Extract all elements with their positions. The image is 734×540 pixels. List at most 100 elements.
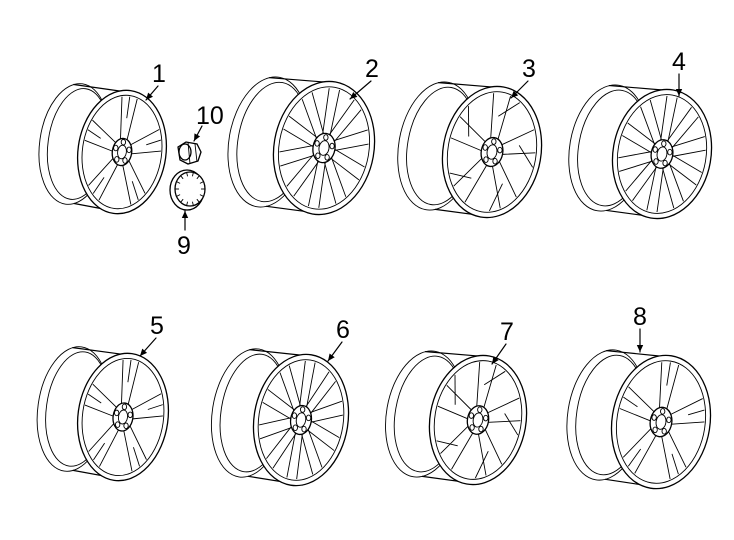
wheel-spoke — [283, 115, 318, 147]
wheel-lug-hole — [483, 414, 489, 422]
wheel-spoke — [666, 107, 699, 148]
wheel-6-spokes — [259, 360, 343, 480]
wheel-spoke — [478, 429, 503, 476]
wheel-lug-hole — [115, 421, 121, 428]
wheel-spoke — [619, 386, 655, 422]
wheel-spoke — [307, 420, 340, 451]
wheel-lug-hole — [121, 403, 128, 411]
wheel-spoke — [305, 371, 336, 414]
wheel-lug-hole — [667, 148, 673, 156]
wheel-2-center-bore — [318, 140, 330, 156]
wheel-1 — [38, 83, 168, 215]
wheel-5-lip — [81, 357, 165, 477]
center-cap-rib — [199, 181, 204, 184]
callout-6: 6 — [336, 316, 350, 344]
leader-lines-layer — [139, 73, 683, 365]
wheel-spoke — [501, 129, 536, 155]
callout-2: 2 — [365, 55, 379, 83]
callout-10: 10 — [196, 102, 224, 130]
leader-9 — [181, 210, 189, 231]
center-cap-rib — [186, 172, 188, 177]
wheel-lug-hole — [324, 154, 330, 161]
wheel-spoke — [88, 423, 119, 467]
wheel-7-lip — [433, 360, 523, 480]
leader-2 — [349, 80, 372, 100]
wheel-8-lip — [615, 360, 707, 484]
center-cap-part-9 — [169, 169, 206, 211]
wheel-spoke-split — [627, 448, 642, 467]
leader-6 — [327, 341, 343, 362]
wheel-spoke-split — [488, 183, 503, 212]
wheel-spoke-split — [449, 172, 472, 179]
wheel-lug-hole — [301, 425, 307, 433]
wheel-lug-hole — [114, 409, 120, 417]
wheel-spoke — [625, 160, 658, 201]
wheel-8-center-bore — [655, 414, 667, 430]
wheel-lug-hole — [491, 138, 497, 145]
wheel-spoke-split — [133, 447, 140, 467]
wheel-lug-hole — [123, 422, 129, 430]
wheel-lug-hole — [661, 140, 667, 148]
wheel-lug-hole — [292, 424, 298, 431]
wheel-spoke — [301, 429, 323, 475]
wheel-lug-hole — [478, 425, 484, 433]
wheel-spoke — [310, 400, 343, 423]
wheel-lug-hole — [291, 412, 298, 419]
callout-9: 9 — [177, 232, 191, 260]
wheel-lug-hole — [314, 140, 320, 147]
wheel-spoke — [279, 145, 315, 167]
callout-3: 3 — [522, 55, 536, 83]
wheel-spoke — [84, 383, 117, 417]
wheel-6-barrel-top-edge — [249, 349, 301, 356]
wheel-spoke — [307, 160, 326, 208]
callout-7: 7 — [500, 318, 514, 346]
wheel-3-center-bore — [486, 144, 498, 160]
wheel-lug-hole — [315, 152, 321, 159]
wheel-spoke — [123, 425, 147, 472]
center-cap-rib — [186, 201, 188, 206]
wheel-spoke — [259, 417, 292, 440]
wheel-8 — [566, 349, 712, 490]
wheel-spoke — [661, 431, 687, 480]
wheel-lug-hole — [329, 142, 335, 150]
center-cap-rib — [199, 194, 204, 197]
wheel-spoke-split — [146, 139, 162, 146]
lug-nut-flats — [187, 141, 198, 165]
wheel-lug-hole — [497, 146, 503, 154]
wheel-spoke — [286, 432, 303, 480]
callout-8: 8 — [633, 303, 647, 331]
wheel-spoke — [671, 136, 706, 157]
wheel-spoke — [668, 154, 702, 186]
wheel-spoke-split — [498, 102, 521, 117]
wheel-lug-hole — [653, 158, 659, 165]
center-cap-rib — [196, 198, 200, 203]
leader-7 — [491, 343, 507, 365]
wheel-3-lip — [446, 91, 538, 213]
wheel-spoke-split — [687, 409, 705, 416]
callout-4: 4 — [672, 48, 686, 76]
wheel-spoke-split — [483, 370, 506, 386]
wheel-spoke — [487, 397, 521, 423]
wheel-lug-hole — [651, 414, 657, 421]
wheel-7-spokes — [436, 362, 521, 479]
wheel-lug-hole — [468, 412, 475, 419]
wheel-spoke-split — [87, 393, 102, 404]
wheel-spoke-split — [504, 413, 519, 436]
wheel-6 — [210, 348, 350, 487]
wheel-spoke — [640, 99, 662, 145]
wheel-2 — [227, 76, 376, 216]
callout-5: 5 — [150, 312, 164, 340]
wheel-lug-hole — [469, 424, 475, 431]
wheel-spoke — [660, 95, 678, 142]
wheel-5-barrel-top-edge — [72, 347, 122, 355]
wheel-spoke-split — [131, 181, 139, 201]
leader-10 — [193, 125, 203, 142]
leader-1 — [145, 85, 159, 101]
wheel-1-spokes — [84, 96, 162, 205]
wheel-1-barrel-top-edge — [73, 83, 121, 92]
wheel-lug-hole — [323, 134, 329, 141]
wheel-lug-hole — [305, 414, 312, 422]
wheel-8-spokes — [619, 362, 705, 480]
wheel-lug-hole — [661, 428, 667, 435]
wheel-4-lip — [616, 94, 708, 214]
